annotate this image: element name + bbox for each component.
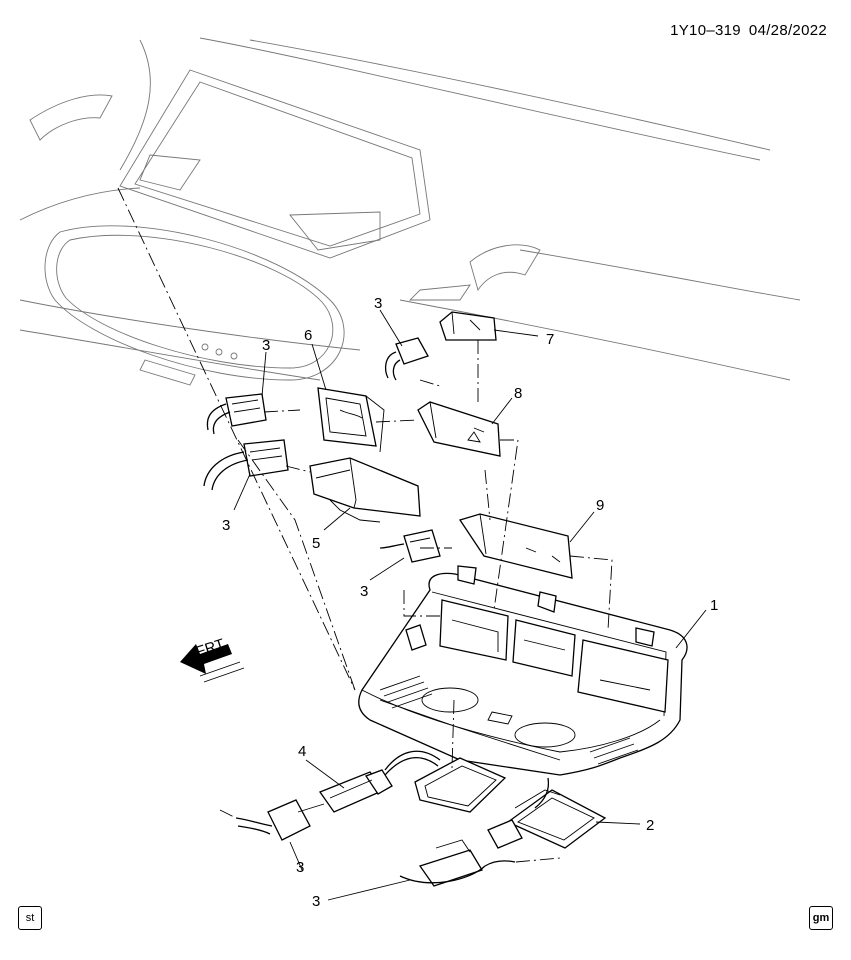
callout-9: 9 bbox=[596, 497, 604, 514]
callout-3-lower: 3 bbox=[296, 859, 304, 876]
upper-connector bbox=[384, 337, 429, 381]
dome-lamp-assemblies bbox=[414, 757, 607, 849]
callout-3-left: 3 bbox=[222, 517, 230, 534]
switch-module-9 bbox=[458, 513, 573, 579]
wiring-harness bbox=[235, 750, 550, 887]
rear-view-mirror bbox=[44, 225, 345, 386]
switch-module-5 bbox=[309, 457, 421, 523]
callout-2: 2 bbox=[646, 817, 654, 834]
callout-3-bottom: 3 bbox=[312, 893, 320, 910]
switch-bezel bbox=[317, 387, 385, 453]
center-connector bbox=[379, 529, 441, 563]
overhead-console-housing bbox=[358, 565, 688, 776]
callout-3-center: 3 bbox=[360, 583, 368, 600]
callout-1: 1 bbox=[710, 597, 718, 614]
diagram-reference: 1Y10–319 04/28/2022 bbox=[670, 22, 827, 39]
callout-6: 6 bbox=[304, 327, 312, 344]
st-badge: st bbox=[18, 906, 42, 930]
callout-3-upper-left: 3 bbox=[262, 337, 270, 354]
front-direction-arrow: FRT bbox=[180, 636, 245, 683]
callout-leaders bbox=[233, 309, 707, 901]
alignment-leader-lines bbox=[117, 187, 613, 863]
left-connectors bbox=[203, 393, 289, 491]
headliner-background bbox=[19, 37, 801, 381]
gm-logo-badge: gm bbox=[809, 906, 833, 930]
switch-module-7 bbox=[439, 311, 497, 341]
callout-8: 8 bbox=[514, 385, 522, 402]
callout-3-upper: 3 bbox=[374, 295, 382, 312]
callout-5: 5 bbox=[312, 535, 320, 552]
diagram-id: 1Y10–319 bbox=[670, 22, 741, 39]
callout-4: 4 bbox=[298, 743, 306, 760]
callout-7: 7 bbox=[546, 331, 554, 348]
callout-labels: 6 3 3 7 8 9 1 3 5 3 4 2 3 3 bbox=[222, 295, 718, 910]
diagram-date: 04/28/2022 bbox=[748, 22, 827, 39]
hazard-switch-8 bbox=[417, 401, 501, 457]
